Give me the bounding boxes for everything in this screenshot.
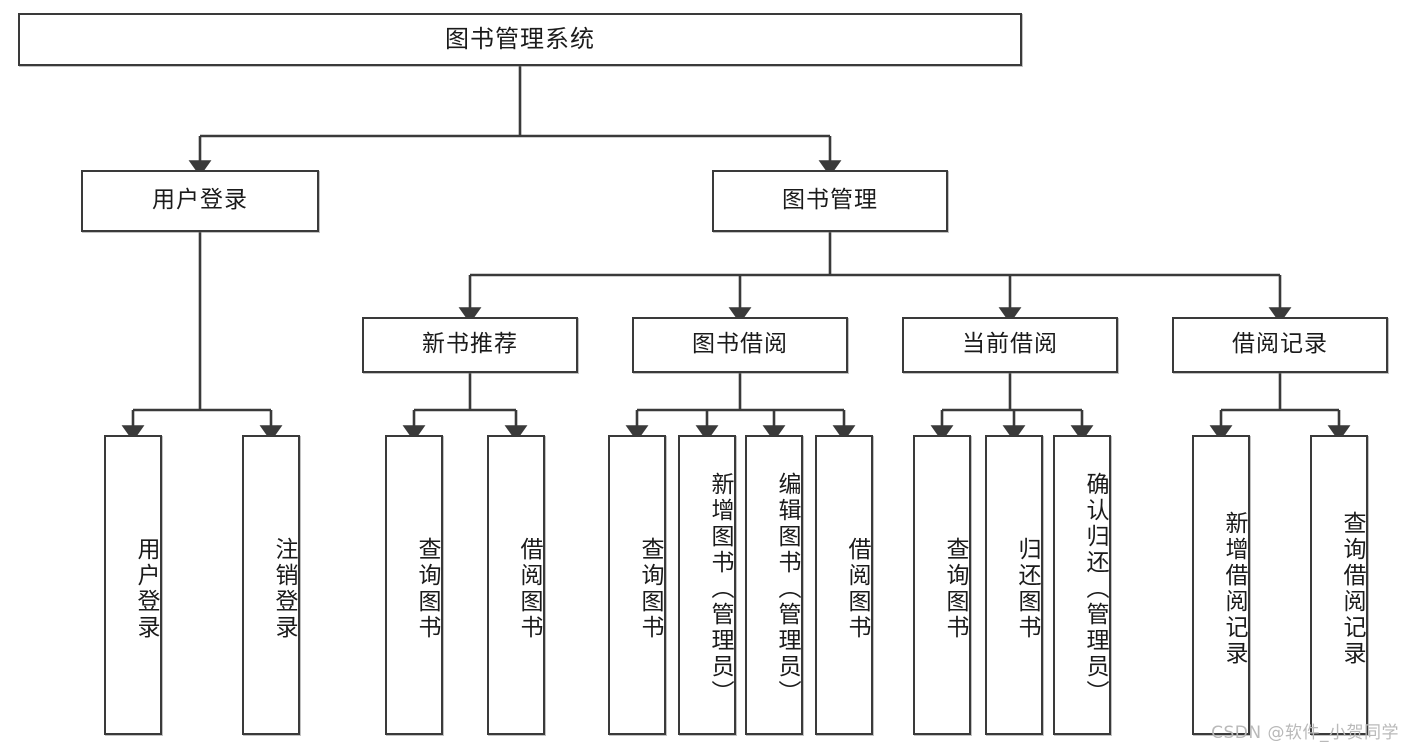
node-borrow-record[interactable]: 借阅记录 [1172,317,1388,373]
node-root[interactable]: 图书管理系统 [18,13,1022,66]
node-leaf-add-borrow-record[interactable]: 新增借阅记录 [1192,435,1250,735]
node-label: 图书管理系统 [445,25,595,54]
node-book-manage[interactable]: 图书管理 [712,170,948,232]
node-book-borrow[interactable]: 图书借阅 [632,317,848,373]
node-leaf-borrow-book-rec[interactable]: 借阅图书 [487,435,545,735]
csdn-watermark: CSDN @软件_小贺同学 [1211,723,1399,743]
node-label: 用户登录 [133,537,159,641]
node-leaf-edit-book[interactable]: 编辑图书（管理员） [745,435,803,735]
node-label: 用户登录 [152,187,248,214]
node-new-book-rec[interactable]: 新书推荐 [362,317,578,373]
node-leaf-query-book-rec[interactable]: 查询图书 [385,435,443,735]
node-label: 借阅图书 [844,537,870,641]
node-leaf-return-book[interactable]: 归还图书 [985,435,1043,735]
node-label: 编辑图书（管理员） [774,472,800,706]
node-user-login[interactable]: 用户登录 [81,170,319,232]
node-label: 归还图书 [1014,537,1040,641]
node-current-borrow[interactable]: 当前借阅 [902,317,1118,373]
node-label: 新增图书（管理员） [707,472,733,706]
node-leaf-add-book[interactable]: 新增图书（管理员） [678,435,736,735]
node-leaf-borrow-book[interactable]: 借阅图书 [815,435,873,735]
node-leaf-user-login[interactable]: 用户登录 [104,435,162,735]
node-label: 查询借阅记录 [1339,511,1365,667]
node-label: 新增借阅记录 [1221,511,1247,667]
node-label: 查询图书 [414,537,440,641]
node-label: 新书推荐 [422,331,518,358]
node-leaf-query-book-borrow[interactable]: 查询图书 [608,435,666,735]
node-label: 查询图书 [637,537,663,641]
node-label: 借阅图书 [516,537,542,641]
node-label: 借阅记录 [1232,331,1328,358]
node-label: 确认归还（管理员） [1082,472,1108,706]
node-label: 图书管理 [782,187,878,214]
node-label: 注销登录 [271,537,297,641]
node-label: 查询图书 [942,537,968,641]
node-leaf-confirm-return[interactable]: 确认归还（管理员） [1053,435,1111,735]
node-leaf-query-borrow-record[interactable]: 查询借阅记录 [1310,435,1368,735]
node-label: 当前借阅 [962,331,1058,358]
node-leaf-query-book-current[interactable]: 查询图书 [913,435,971,735]
node-leaf-logout-login[interactable]: 注销登录 [242,435,300,735]
node-label: 图书借阅 [692,331,788,358]
